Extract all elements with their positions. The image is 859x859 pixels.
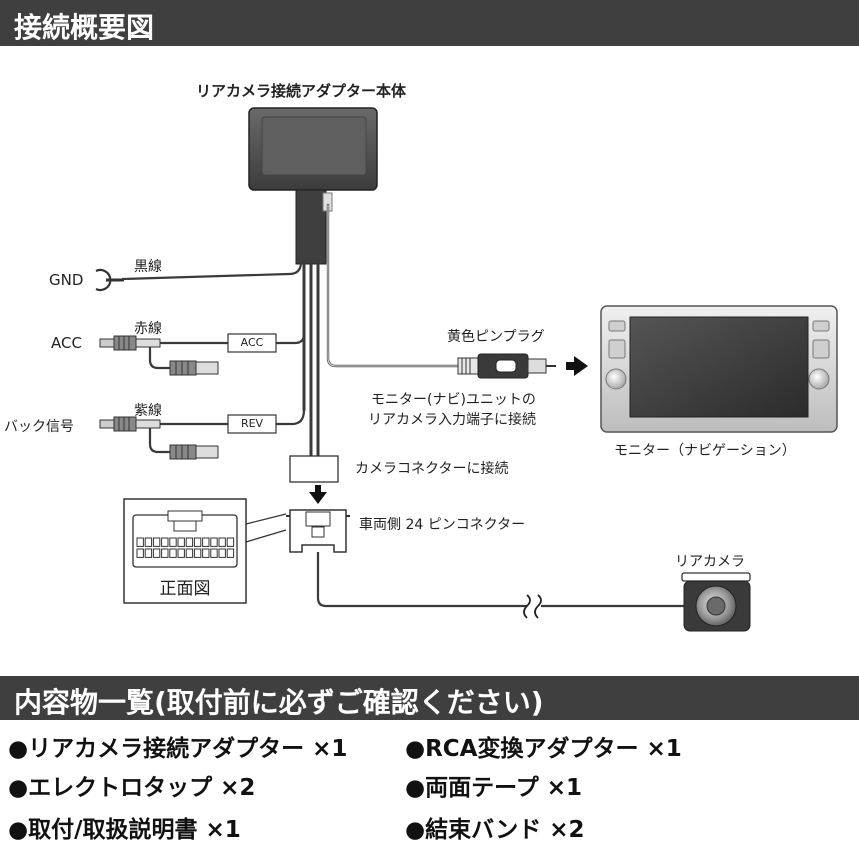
connector-pin xyxy=(193,537,202,547)
rev-socket-icon xyxy=(169,444,219,460)
connector-pin xyxy=(152,548,161,558)
connector-pin xyxy=(177,537,185,547)
rca-plug-icon xyxy=(457,353,556,379)
contents-item: ●両面テープ ×1 xyxy=(405,775,582,801)
acc-wire xyxy=(148,288,306,370)
rev-plug-icon xyxy=(99,416,161,432)
acc-socket-icon xyxy=(169,360,219,376)
connector-pin xyxy=(136,548,144,558)
adapter-body xyxy=(248,107,378,265)
connector-pin xyxy=(169,548,177,558)
contents-item: ●リアカメラ接続アダプター ×1 xyxy=(8,736,348,762)
connector-pin xyxy=(177,548,185,558)
gnd-label: GND xyxy=(49,271,84,289)
yellow-plug-label: 黄色ピンプラグ xyxy=(447,329,545,345)
monitor-note-line2: リアカメラ入力端子に接続 xyxy=(368,412,536,428)
rev-tag-label: REV xyxy=(240,417,264,430)
monitor-note-line1: モニター(ナビ)ユニットの xyxy=(371,392,536,408)
adapter-title: リアカメラ接続アダプター本体 xyxy=(196,82,407,100)
connector-pin xyxy=(226,537,235,547)
rev-wire xyxy=(148,409,306,454)
connector-pin xyxy=(136,537,144,547)
cable-break-icon xyxy=(523,594,542,619)
connection-diagram xyxy=(95,107,838,632)
rear-camera-icon xyxy=(681,572,751,632)
connector-pin xyxy=(210,537,218,547)
connector-pin xyxy=(161,548,169,558)
front-view-pointer xyxy=(245,513,287,543)
connector-pin xyxy=(144,537,153,547)
connector-pin xyxy=(144,548,153,558)
monitor-icon xyxy=(600,305,838,433)
connector-pin xyxy=(185,537,194,547)
gnd-wire xyxy=(121,261,303,281)
front-view-label: 正面図 xyxy=(159,579,211,599)
acc-tag-box xyxy=(227,333,277,353)
connector-pin xyxy=(226,548,235,558)
contents-title: 内容物一覧(取付前に必ずご確認ください) xyxy=(14,686,544,719)
cable-bundle xyxy=(302,203,462,458)
contents-bar: 内容物一覧(取付前に必ずご確認ください) xyxy=(0,676,859,720)
rev-tag-box xyxy=(227,414,277,434)
connector-pin xyxy=(169,537,177,547)
connector-pin xyxy=(152,537,161,547)
header-title: 接続概要図 xyxy=(14,11,155,44)
contents-item: ●結束バンド ×2 xyxy=(405,817,585,843)
camera-cable xyxy=(316,552,684,608)
connector-pin xyxy=(161,537,169,547)
contents-item: ●取付/取扱説明書 ×1 xyxy=(8,817,241,843)
connector-pin xyxy=(185,548,194,558)
connector-pin xyxy=(202,548,210,558)
camera-connector xyxy=(289,455,339,483)
connector-pin xyxy=(218,548,226,558)
connector-pin xyxy=(193,548,202,558)
gnd-terminal-icon xyxy=(95,268,124,292)
contents-item: ●RCA変換アダプター ×1 xyxy=(405,736,682,762)
connector-pin xyxy=(202,537,210,547)
back-signal-label: バック信号 xyxy=(4,419,74,435)
connector-pin xyxy=(218,537,226,547)
acc-tag-label: ACC xyxy=(240,336,264,349)
vehicle-connector-icon xyxy=(286,509,350,553)
connector-pins xyxy=(136,537,235,558)
red-wire-label: 赤線 xyxy=(134,321,162,337)
right-arrow-icon xyxy=(566,356,588,376)
header-bar: 接続概要図 xyxy=(0,0,859,46)
vehicle-connector-label: 車両側 24 ピンコネクター xyxy=(359,517,526,533)
acc-label: ACC xyxy=(51,334,82,352)
down-arrow-icon xyxy=(309,485,327,504)
camera-connector-note: カメラコネクターに接続 xyxy=(355,461,509,477)
contents-item: ●エレクトロタップ ×2 xyxy=(8,775,256,801)
connector-pin xyxy=(210,548,218,558)
rear-camera-label: リアカメラ xyxy=(675,554,745,570)
purple-wire-label: 紫線 xyxy=(134,403,162,419)
acc-plug-icon xyxy=(99,335,161,351)
monitor-label: モニター（ナビゲーション） xyxy=(614,443,796,459)
black-wire-label: 黒線 xyxy=(134,259,162,275)
